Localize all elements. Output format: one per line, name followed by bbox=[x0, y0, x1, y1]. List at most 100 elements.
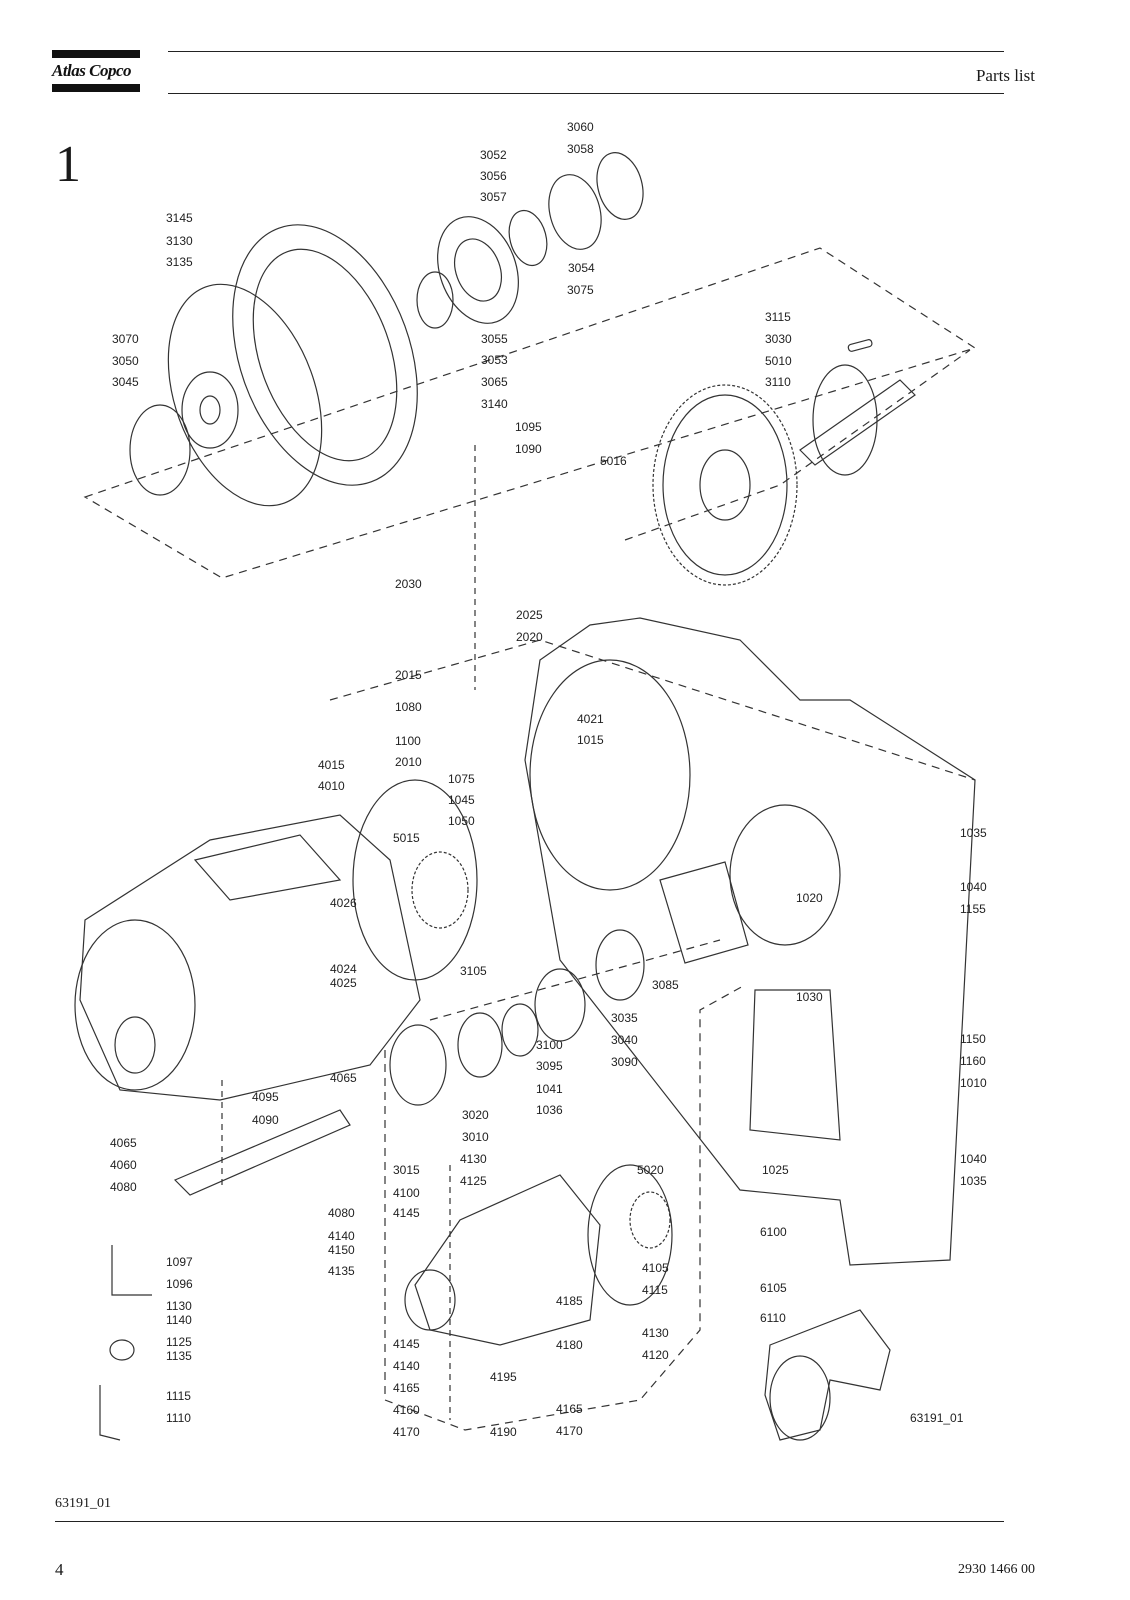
label-3100: 3100 bbox=[536, 1038, 563, 1052]
label-3057: 3057 bbox=[480, 190, 507, 204]
label-4135: 4135 bbox=[328, 1264, 355, 1278]
oil-pipe bbox=[173, 1109, 351, 1196]
label-3090: 3090 bbox=[611, 1055, 638, 1069]
label-1030: 1030 bbox=[796, 990, 823, 1004]
label-1050: 1050 bbox=[448, 814, 475, 828]
label-1015: 1015 bbox=[577, 733, 604, 747]
label-3058: 3058 bbox=[567, 142, 594, 156]
label-4095: 4095 bbox=[252, 1090, 279, 1104]
label-5016: 5016 bbox=[600, 454, 627, 468]
label-4090: 4090 bbox=[252, 1113, 279, 1127]
label-3052: 3052 bbox=[480, 148, 507, 162]
label-3105: 3105 bbox=[460, 964, 487, 978]
label-1045: 1045 bbox=[448, 793, 475, 807]
figure-number: 1 bbox=[55, 136, 81, 193]
label-4065-a: 4065 bbox=[330, 1071, 357, 1085]
label-4080-b: 4080 bbox=[328, 1206, 355, 1220]
bearing-3035 bbox=[595, 929, 645, 1001]
label-1155: 1155 bbox=[960, 902, 986, 916]
drive-shaft bbox=[799, 379, 916, 466]
plate-5020 bbox=[587, 1164, 673, 1306]
label-1130: 1130 bbox=[166, 1299, 192, 1313]
label-1035-b: 1035 bbox=[960, 1174, 987, 1188]
label-2020: 2020 bbox=[516, 630, 543, 644]
label-4140-b: 4140 bbox=[393, 1359, 420, 1373]
label-4130-a: 4130 bbox=[460, 1152, 487, 1166]
label-1097: 1097 bbox=[166, 1255, 193, 1269]
document-number: 2930 1466 00 bbox=[958, 1562, 1035, 1577]
label-1041: 1041 bbox=[536, 1082, 563, 1096]
label-3115: 3115 bbox=[765, 310, 791, 324]
label-5010: 5010 bbox=[765, 354, 792, 368]
label-1095: 1095 bbox=[515, 420, 542, 434]
part-labels: 3060 3058 3052 3056 3057 3054 3075 3145 … bbox=[110, 120, 987, 1439]
label-4015: 4015 bbox=[318, 758, 345, 772]
label-1040-b: 1040 bbox=[960, 1152, 987, 1166]
label-4080-a: 4080 bbox=[110, 1180, 137, 1194]
label-3045: 3045 bbox=[112, 375, 139, 389]
label-4145-a: 4145 bbox=[393, 1206, 420, 1220]
label-4165-b: 4165 bbox=[556, 1402, 583, 1416]
label-1010: 1010 bbox=[960, 1076, 987, 1090]
label-1140: 1140 bbox=[166, 1313, 192, 1327]
label-4060: 4060 bbox=[110, 1158, 137, 1172]
label-1160: 1160 bbox=[960, 1054, 986, 1068]
label-4190: 4190 bbox=[490, 1425, 517, 1439]
label-4115: 4115 bbox=[642, 1283, 668, 1297]
upper-assembly-boundary bbox=[83, 247, 977, 579]
label-1115: 1115 bbox=[166, 1389, 191, 1403]
label-4010: 4010 bbox=[318, 779, 345, 793]
label-3035: 3035 bbox=[611, 1011, 638, 1025]
label-4065-b: 4065 bbox=[110, 1136, 137, 1150]
label-4125: 4125 bbox=[460, 1174, 487, 1188]
footer-rule bbox=[55, 1521, 1004, 1522]
label-1110: 1110 bbox=[166, 1411, 191, 1425]
cover-plate bbox=[232, 224, 418, 486]
label-3075: 3075 bbox=[567, 283, 594, 297]
oil-pump bbox=[414, 1174, 601, 1346]
label-3053: 3053 bbox=[481, 353, 508, 367]
lock-nut bbox=[596, 152, 644, 220]
label-2015: 2015 bbox=[395, 668, 422, 682]
label-4024: 4024 bbox=[330, 962, 357, 976]
label-4180: 4180 bbox=[556, 1338, 583, 1352]
label-4185: 4185 bbox=[556, 1294, 583, 1308]
label-2030: 2030 bbox=[395, 577, 422, 591]
label-4145-b: 4145 bbox=[393, 1337, 420, 1351]
label-1025: 1025 bbox=[762, 1163, 789, 1177]
label-2025: 2025 bbox=[516, 608, 543, 622]
gear-casing bbox=[524, 617, 976, 1266]
label-4025: 4025 bbox=[330, 976, 357, 990]
label-4150: 4150 bbox=[328, 1243, 355, 1257]
label-1075: 1075 bbox=[448, 772, 475, 786]
label-6100: 6100 bbox=[760, 1225, 787, 1239]
label-2010: 2010 bbox=[395, 755, 422, 769]
label-4021: 4021 bbox=[577, 712, 604, 726]
label-3055: 3055 bbox=[481, 332, 508, 346]
seal-ring bbox=[416, 271, 454, 329]
seal-housing-3020 bbox=[389, 1024, 447, 1106]
label-6110: 6110 bbox=[760, 1311, 786, 1325]
label-3060: 3060 bbox=[567, 120, 594, 134]
label-3140: 3140 bbox=[481, 397, 508, 411]
label-3030: 3030 bbox=[765, 332, 792, 346]
flange bbox=[129, 404, 191, 496]
outlet-elbow bbox=[764, 1309, 891, 1441]
brand-text: Atlas Copco bbox=[52, 61, 132, 80]
label-3050: 3050 bbox=[112, 354, 139, 368]
figure-reference: 63191_01 bbox=[55, 1496, 111, 1511]
label-3056: 3056 bbox=[480, 169, 507, 183]
label-4165-a: 4165 bbox=[393, 1381, 420, 1395]
label-4100: 4100 bbox=[393, 1186, 420, 1200]
label-1036: 1036 bbox=[536, 1103, 563, 1117]
label-4170-a: 4170 bbox=[393, 1425, 420, 1439]
label-3110: 3110 bbox=[765, 375, 791, 389]
bearing-housing bbox=[659, 861, 749, 964]
label-4195: 4195 bbox=[490, 1370, 517, 1384]
gasket bbox=[167, 283, 323, 507]
label-1096: 1096 bbox=[166, 1277, 193, 1291]
label-4130-b: 4130 bbox=[642, 1326, 669, 1340]
seal-plate bbox=[437, 216, 519, 324]
label-3065: 3065 bbox=[481, 375, 508, 389]
